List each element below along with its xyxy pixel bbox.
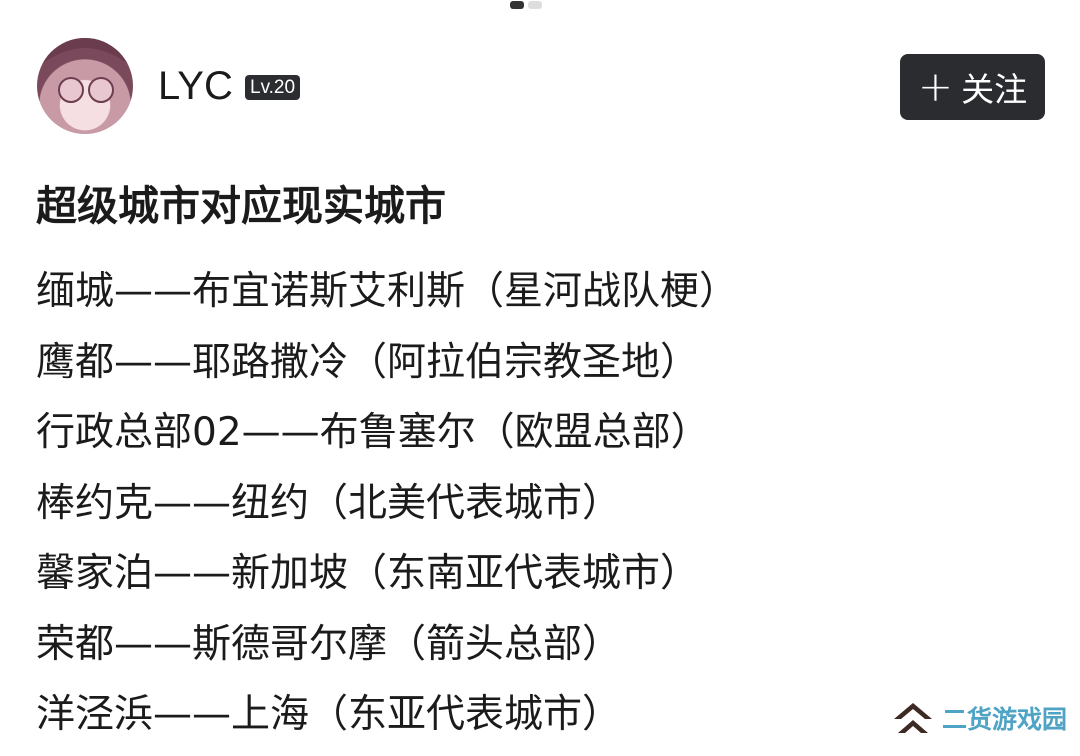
page-indicator xyxy=(510,0,546,9)
body-line: 洋泾浜——上海（东亚代表城市） xyxy=(36,692,622,737)
post-body: 缅城——布宜诺斯艾利斯（星河战队梗） 鹰都——耶路撒冷（阿拉伯宗教圣地） 行政总… xyxy=(36,262,738,756)
chevron-up-logo-icon xyxy=(894,703,932,733)
post-title: 超级城市对应现实城市 xyxy=(36,182,446,230)
watermark: 二货游戏园 xyxy=(892,700,1067,736)
watermark-text: 二货游戏园 xyxy=(942,705,1068,734)
body-line: 鹰都——耶路撒冷（阿拉伯宗教圣地） xyxy=(36,339,700,385)
body-line: 缅城——布宜诺斯艾利斯（星河战队梗） xyxy=(36,269,739,314)
follow-button[interactable]: + 关注 xyxy=(900,54,1045,120)
avatar[interactable] xyxy=(37,38,133,134)
body-line: 棒约克——纽约（北美代表城市） xyxy=(36,480,622,526)
body-line: 荣都——斯德哥尔摩（箭头总部） xyxy=(36,621,622,667)
follow-label: 关注 xyxy=(961,70,1028,109)
body-line: 行政总部02——布鲁塞尔（欧盟总部） xyxy=(36,410,710,455)
level-badge: Lv.20 xyxy=(245,75,301,100)
body-line: 馨家泊——新加坡（东南亚代表城市） xyxy=(36,551,700,596)
username[interactable]: LYC xyxy=(158,64,233,108)
avatar-illustration-icon xyxy=(37,38,133,103)
plus-icon: + xyxy=(917,62,954,111)
